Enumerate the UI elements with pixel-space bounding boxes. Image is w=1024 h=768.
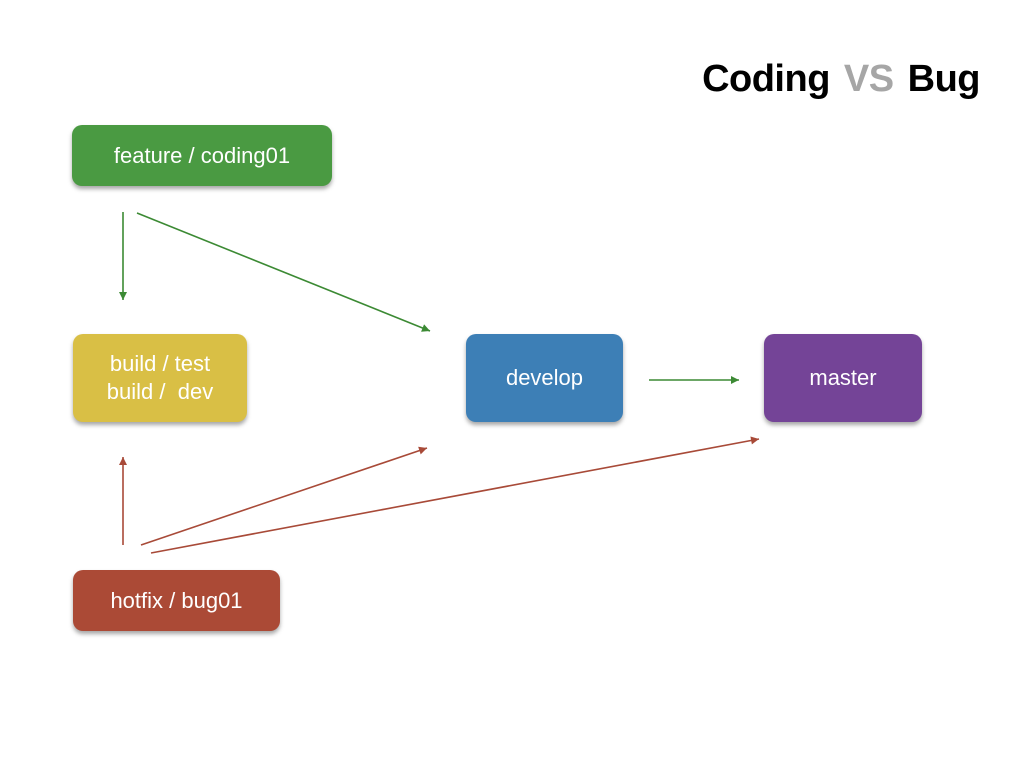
- title-vs: VS: [843, 58, 894, 100]
- node-hotfix-label: hotfix / bug01: [110, 587, 243, 613]
- node-master-label: master: [809, 365, 877, 390]
- node-hotfix-branch: hotfix / bug01: [73, 570, 280, 631]
- arrow-hotfix-to-master: [150, 436, 760, 554]
- node-master-branch: master: [764, 334, 922, 422]
- arrow-hotfix-to-develop: [140, 446, 428, 546]
- node-feature-label: feature / coding01: [113, 142, 291, 168]
- node-build-line2: build / dev: [106, 379, 214, 404]
- arrow-feature-to-develop: [136, 212, 431, 332]
- node-develop-label: develop: [505, 365, 584, 390]
- node-develop-branch: develop: [466, 334, 623, 422]
- node-build-line1: build / test: [109, 351, 211, 376]
- title-bug: Bug: [907, 58, 981, 100]
- page-title: Coding VS Bug: [702, 58, 980, 101]
- title-coding: Coding: [702, 58, 830, 100]
- node-feature-branch: feature / coding01: [72, 125, 332, 186]
- node-build: build / test build / dev: [73, 334, 247, 422]
